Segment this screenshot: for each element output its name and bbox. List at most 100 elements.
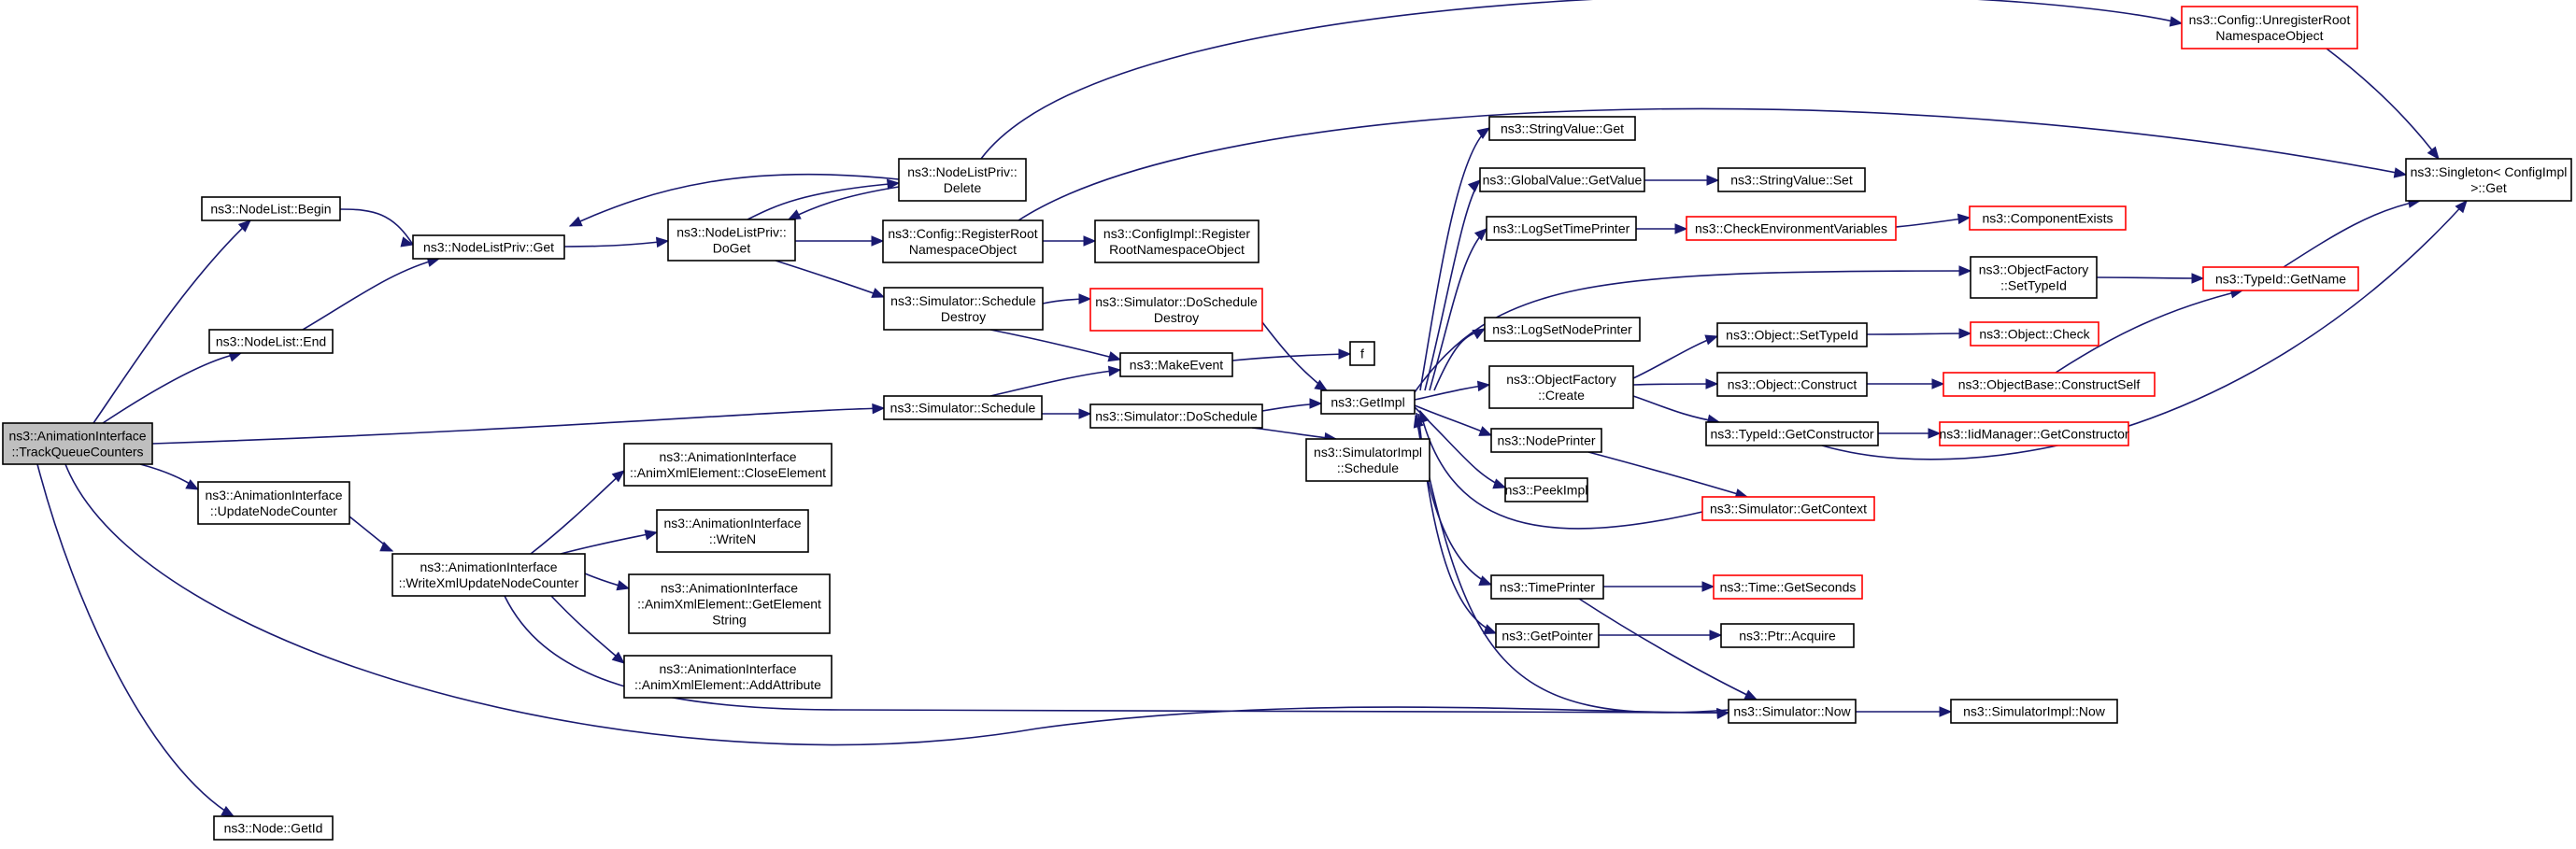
node-simulatorimpl-now[interactable]: ns3::SimulatorImpl::Now	[1950, 699, 2118, 724]
node-update-node-counter[interactable]: ns3::AnimationInterface::UpdateNodeCount…	[197, 481, 350, 525]
node-typeid-getconstructor[interactable]: ns3::TypeId::GetConstructor	[1705, 421, 1879, 446]
node-box	[1728, 699, 1857, 724]
node-node-printer[interactable]: ns3::NodePrinter	[1490, 428, 1602, 453]
node-unregister-root-ns[interactable]: ns3::Config::UnregisterRootNamespaceObje…	[2181, 6, 2358, 50]
node-box	[1089, 403, 1263, 429]
node-iidmanager-getconstructor[interactable]: ns3::IidManager::GetConstructor	[1939, 421, 2129, 446]
call-edge-line	[1632, 383, 1718, 386]
node-root[interactable]: ns3::AnimationInterface::TrackQueueCount…	[2, 422, 153, 465]
node-box	[623, 443, 833, 487]
node-ptr-acquire[interactable]: ns3::Ptr::Acquire	[1720, 623, 1855, 648]
node-box	[1479, 167, 1645, 192]
node-node-getid[interactable]: ns3::Node::GetId	[213, 815, 334, 841]
node-box	[1488, 116, 1636, 141]
node-typeid-getname[interactable]: ns3::TypeId::GetName	[2202, 266, 2359, 291]
node-object-construct[interactable]: ns3::Object::Construct	[1716, 372, 1868, 397]
call-edge-line	[1018, 107, 2407, 221]
node-get-pointer[interactable]: ns3::GetPointer	[1495, 623, 1600, 648]
call-edge-line	[1231, 353, 1351, 361]
node-log-set-time-printer[interactable]: ns3::LogSetTimePrinter	[1486, 216, 1637, 241]
node-label: ns3::Config::UnregisterRoot	[2189, 12, 2351, 27]
node-add-attribute[interactable]: ns3::AnimationInterface::AnimXmlElement:…	[623, 655, 833, 699]
arrow-head-icon	[1476, 127, 1491, 139]
node-box	[2202, 266, 2359, 291]
node-log-set-node-printer[interactable]: ns3::LogSetNodePrinter	[1484, 317, 1641, 342]
call-edge-line	[563, 240, 669, 248]
node-box	[1488, 365, 1634, 409]
node-simulator-now[interactable]: ns3::Simulator::Now	[1728, 699, 1857, 724]
node-component-exists[interactable]: ns3::ComponentExists	[1969, 205, 2127, 231]
node-label: ns3::TypeId::GetName	[2215, 272, 2346, 287]
arrow-head-icon	[379, 541, 394, 552]
node-box	[1495, 623, 1600, 648]
node-label: ns3::Object::Check	[1979, 327, 2090, 342]
node-box	[1970, 256, 2098, 299]
node-get-context[interactable]: ns3::Simulator::GetContext	[1701, 496, 1875, 521]
node-object-check[interactable]: ns3::Object::Check	[1970, 321, 2099, 347]
call-edge-line	[151, 407, 885, 445]
node-object-settypeid[interactable]: ns3::Object::SetTypeId	[1716, 322, 1868, 347]
node-nodelistpriv-get[interactable]: ns3::NodeListPriv::Get	[412, 234, 565, 260]
node-singleton-get[interactable]: ns3::Singleton< ConfigImpl >::Get	[2405, 158, 2572, 202]
node-get-element-string[interactable]: ns3::AnimationInterface::AnimXmlElement:…	[628, 573, 831, 634]
call-edge	[1599, 630, 1723, 641]
call-edge-line	[1419, 410, 1703, 530]
node-label: ns3::IidManager::GetConstructor	[1939, 427, 2128, 442]
call-edge	[1644, 175, 1720, 186]
node-label: ns3::NodeListPriv::Get	[423, 240, 554, 255]
node-label: ns3::PeekImpl	[1505, 483, 1588, 498]
node-box	[623, 655, 833, 699]
arrow-head-icon	[1078, 408, 1092, 419]
arrow-head-icon	[886, 178, 901, 191]
node-label: ns3::Simulator::DoSchedule	[1095, 409, 1258, 424]
node-close-element[interactable]: ns3::AnimationInterface::AnimXmlElement:…	[623, 443, 833, 487]
node-nodelist-begin[interactable]: ns3::NodeList::Begin	[201, 196, 341, 221]
node-write-n[interactable]: ns3::AnimationInterface::WriteN	[656, 509, 809, 553]
node-simulator-schedule[interactable]: ns3::Simulator::Schedule	[883, 395, 1043, 420]
node-label: ns3::LogSetNodePrinter	[1492, 322, 1632, 337]
node-label: ns3::SimulatorImpl::Now	[1963, 704, 2106, 719]
node-nodelistpriv-doget[interactable]: ns3::NodeListPriv::DoGet	[667, 219, 796, 262]
call-edge-line	[1821, 200, 2468, 460]
node-time-getseconds[interactable]: ns3::Time::GetSeconds	[1713, 574, 1863, 600]
node-objectfactory-settypeid[interactable]: ns3::ObjectFactory::SetTypeId	[1970, 256, 2098, 299]
arrow-head-icon	[1939, 706, 1953, 717]
call-edge	[2326, 48, 2440, 161]
node-box	[1119, 352, 1233, 377]
node-stringvalue-set[interactable]: ns3::StringValue::Set	[1717, 167, 1866, 192]
node-peek-impl[interactable]: ns3::PeekImpl	[1504, 477, 1588, 502]
arrow-head-icon	[400, 236, 415, 248]
node-f[interactable]: f	[1349, 341, 1375, 366]
call-edge	[139, 463, 200, 490]
node-make-event[interactable]: ns3::MakeEvent	[1119, 352, 1233, 377]
arrow-head-icon	[1314, 379, 1329, 391]
node-objectfactory-create[interactable]: ns3::ObjectFactory::Create	[1488, 365, 1634, 409]
call-edge	[1433, 328, 1487, 391]
node-simulatorimpl-schedule[interactable]: ns3::SimulatorImpl::Schedule	[1305, 438, 1430, 482]
node-box	[1305, 438, 1430, 482]
node-nodelist-end[interactable]: ns3::NodeList::End	[208, 329, 334, 354]
node-check-env-vars[interactable]: ns3::CheckEnvironmentVariables	[1686, 216, 1897, 241]
arrow-head-icon	[1309, 398, 1323, 409]
call-edge-line	[2055, 290, 2243, 374]
node-configimpl-register[interactable]: ns3::ConfigImpl::RegisterRootNamespaceOb…	[1094, 219, 1260, 263]
node-time-printer[interactable]: ns3::TimePrinter	[1490, 574, 1604, 600]
node-globalvalue-getvalue[interactable]: ns3::GlobalValue::GetValue	[1479, 167, 1645, 192]
call-edge	[568, 173, 900, 227]
node-stringvalue-get[interactable]: ns3::StringValue::Get	[1488, 116, 1636, 141]
node-label: ns3::ObjectBase::ConstructSelf	[1958, 377, 2141, 392]
call-edge-line	[1632, 335, 1718, 379]
node-do-schedule[interactable]: ns3::Simulator::DoSchedule	[1089, 403, 1263, 429]
arrow-head-icon	[185, 479, 200, 490]
node-write-xml-update[interactable]: ns3::AnimationInterface::WriteXmlUpdateN…	[391, 553, 586, 597]
node-label: String	[712, 613, 747, 628]
node-nodelistpriv-delete[interactable]: ns3::NodeListPriv::Delete	[898, 158, 1027, 202]
node-objectbase-constructself[interactable]: ns3::ObjectBase::ConstructSelf	[1943, 372, 2156, 397]
node-get-impl[interactable]: ns3::GetImpl	[1320, 389, 1416, 415]
arrow-head-icon	[611, 651, 626, 664]
node-label: ::SetTypeId	[2000, 278, 2067, 293]
node-box	[1969, 205, 2127, 231]
